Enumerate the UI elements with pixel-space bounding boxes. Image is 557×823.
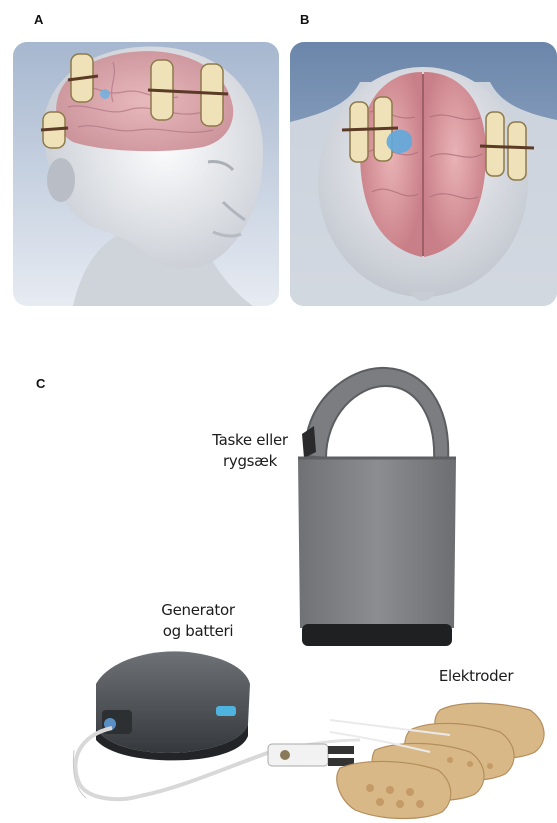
- generator-label: Generator og batteri: [150, 600, 246, 642]
- bag-label-line1: Taske eller: [198, 430, 302, 451]
- electrodes-label: Elektroder: [428, 666, 524, 687]
- panel-b-letter: B: [300, 12, 309, 27]
- electrodes-label-line1: Elektroder: [428, 666, 524, 687]
- carry-bag-image: [296, 366, 461, 654]
- panel-c-letter: C: [36, 376, 45, 391]
- panel-a-letter: A: [34, 12, 43, 27]
- generator-label-line1: Generator: [150, 600, 246, 621]
- bag-label-line2: rygsæk: [198, 451, 302, 472]
- electrode-patches-image: [330, 690, 557, 823]
- head-side-view-illustration: [13, 42, 279, 306]
- bag-label: Taske eller rygsæk: [198, 430, 302, 472]
- generator-label-line2: og batteri: [150, 621, 246, 642]
- head-top-view-illustration: [290, 42, 557, 306]
